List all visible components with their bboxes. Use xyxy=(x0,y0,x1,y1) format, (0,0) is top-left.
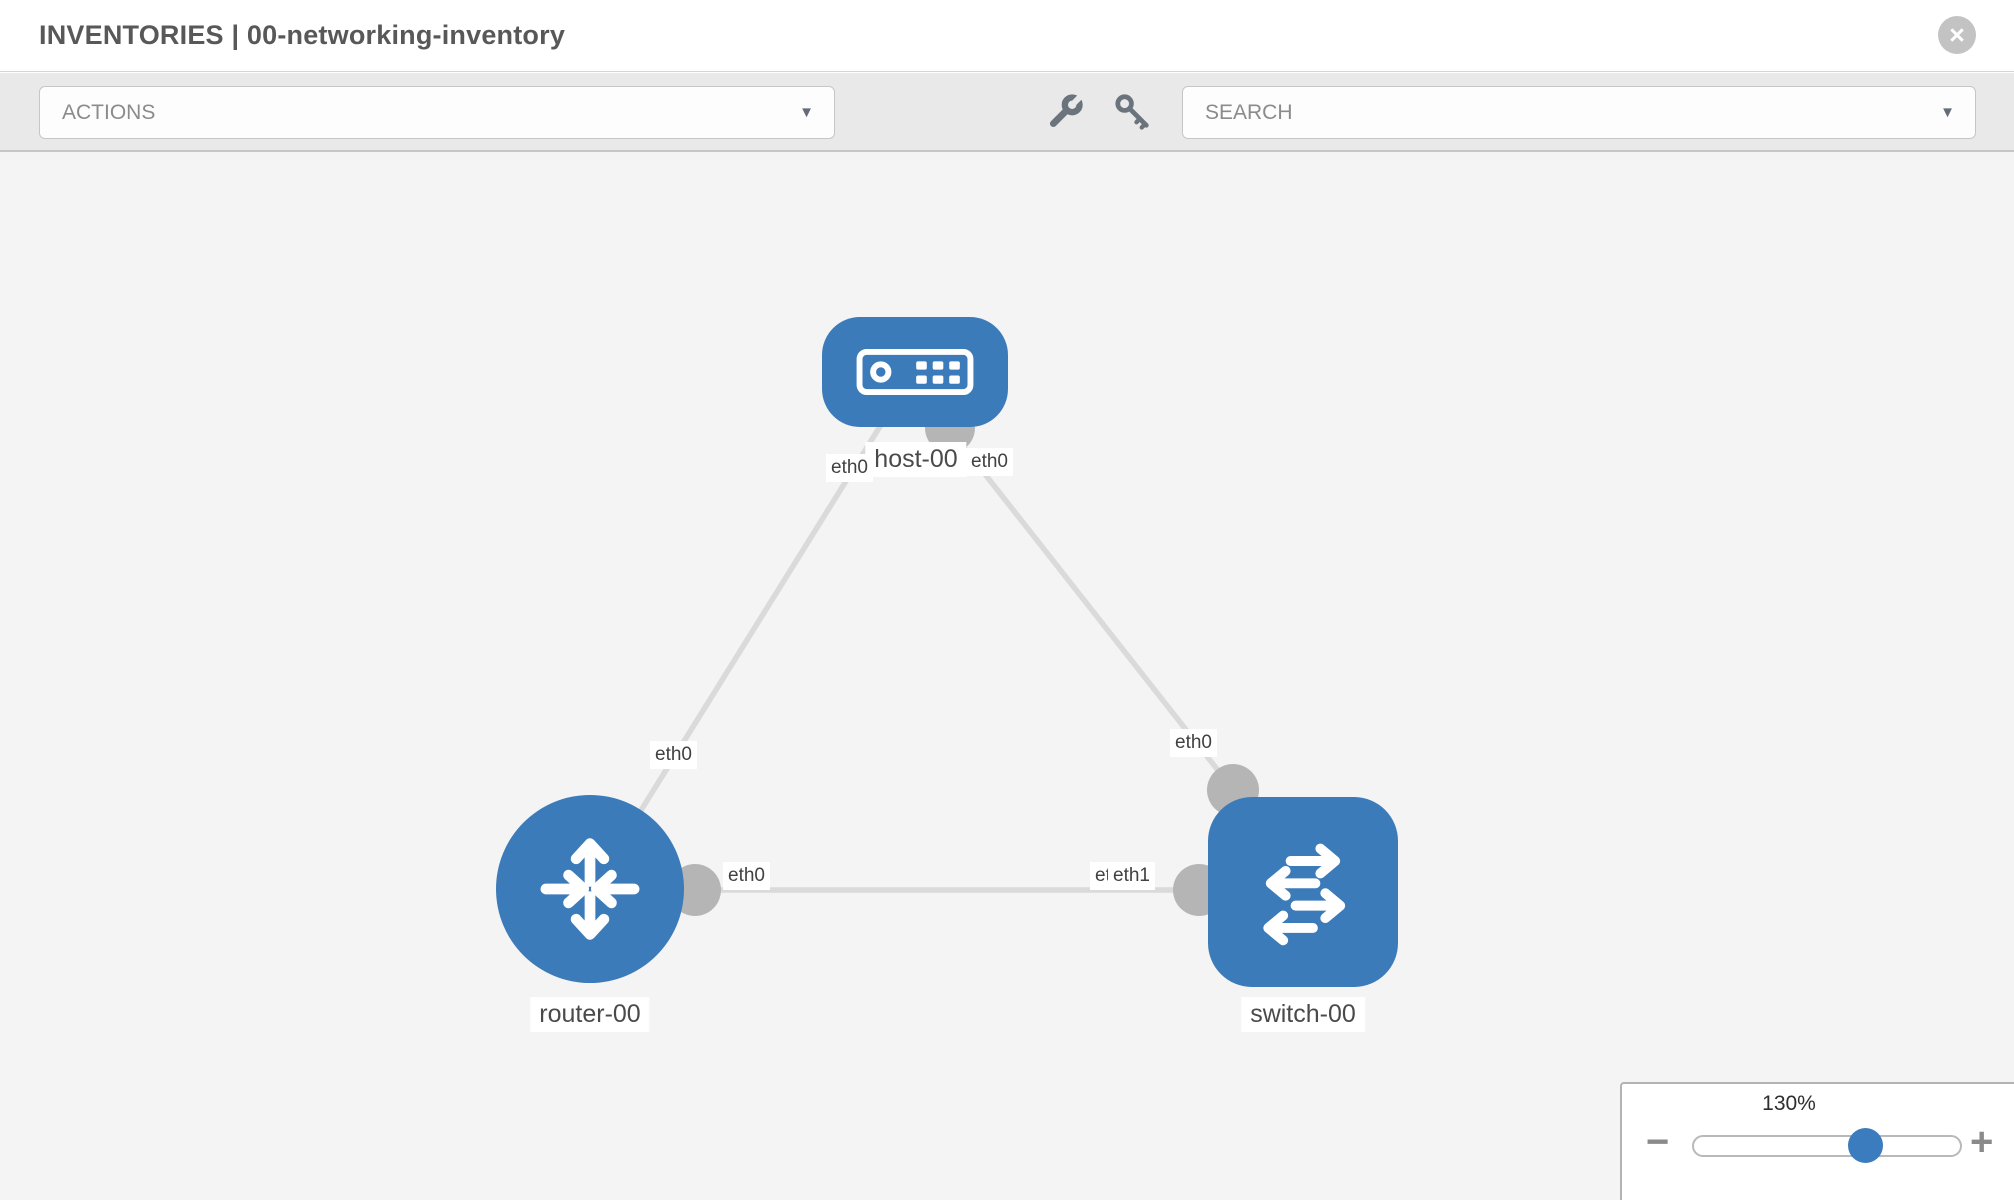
actions-dropdown-label: ACTIONS xyxy=(62,100,156,124)
zoom-slider[interactable] xyxy=(1692,1135,1962,1157)
search-dropdown[interactable]: SEARCH ▼ xyxy=(1182,86,1976,139)
host-icon xyxy=(856,348,974,396)
zoom-level: 130% xyxy=(1762,1092,1816,1115)
iface-label: eth0 xyxy=(1170,729,1217,757)
key-icon[interactable] xyxy=(1112,91,1154,133)
header: INVENTORIES | 00-networking-inventory × xyxy=(0,0,2014,72)
search-dropdown-label: SEARCH xyxy=(1205,100,1293,124)
zoom-in-icon[interactable]: + xyxy=(1970,1120,1994,1164)
chevron-down-icon: ▼ xyxy=(1940,104,1955,121)
actions-dropdown[interactable]: ACTIONS ▼ xyxy=(39,86,835,139)
node-host-00[interactable] xyxy=(822,317,1008,427)
node-label-switch: switch-00 xyxy=(1241,997,1365,1032)
close-icon[interactable]: × xyxy=(1938,16,1976,54)
router-icon xyxy=(540,838,640,940)
wrench-icon[interactable] xyxy=(1044,91,1086,133)
chevron-down-icon: ▼ xyxy=(799,104,814,121)
node-switch-00[interactable] xyxy=(1208,797,1398,987)
node-label-router: router-00 xyxy=(530,997,650,1032)
switch-icon xyxy=(1263,843,1346,946)
zoom-panel: 130% − + xyxy=(1620,1082,2014,1200)
topology-canvas[interactable]: host-00 router-00 switch-00 eth0 eth0 et… xyxy=(0,152,2014,1200)
iface-label: eth1 xyxy=(1108,862,1155,890)
zoom-slider-thumb[interactable] xyxy=(1848,1128,1883,1163)
node-label-host: host-00 xyxy=(865,442,967,477)
toolbar: ACTIONS ▼ SEARCH ▼ xyxy=(0,73,2014,152)
page-title: INVENTORIES | 00-networking-inventory xyxy=(39,20,566,50)
zoom-out-icon[interactable]: − xyxy=(1646,1120,1670,1164)
links-layer xyxy=(589,403,1259,916)
iface-label: eth0 xyxy=(723,862,770,890)
iface-label: eth0 xyxy=(650,741,697,769)
node-router-00[interactable] xyxy=(496,795,684,983)
iface-label: eth0 xyxy=(826,454,873,482)
iface-label: eth0 xyxy=(966,448,1013,476)
